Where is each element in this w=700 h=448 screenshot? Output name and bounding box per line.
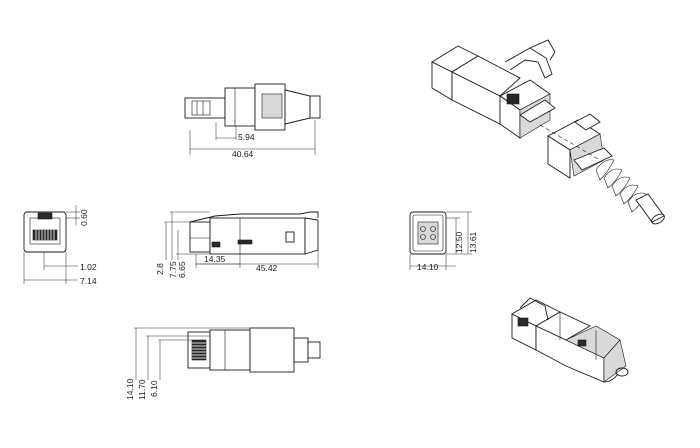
dim-bottom-width-2: 11.70 <box>137 379 147 400</box>
dim-front-width: 7.14 <box>80 276 97 286</box>
dim-side-height-3: 6.65 <box>177 261 187 278</box>
dim-top-width: 5.94 <box>238 132 255 142</box>
isometric-assembled-view <box>511 297 629 383</box>
front-view: 0.60 1.02 7.14 <box>23 205 97 286</box>
dim-bottom-width-3: 6.10 <box>149 380 159 397</box>
dim-front-height: 0.60 <box>79 209 89 226</box>
top-view: 5.94 40.64 <box>184 83 321 159</box>
dim-rear-height-2: 13.61 <box>468 231 478 253</box>
bottom-view: 14.10 11.70 6.10 <box>125 327 321 400</box>
dim-side-height-2: 7.75 <box>168 261 178 278</box>
dim-front-pin-offset: 1.02 <box>80 262 97 272</box>
rear-view: 12.50 13.61 14.10 <box>409 211 478 272</box>
dim-rear-width: 14.10 <box>417 262 439 272</box>
dim-top-length: 40.64 <box>232 149 254 159</box>
side-view: 2.8 7.75 6.65 14.35 45.42 <box>155 211 319 278</box>
dim-side-total-length: 45.42 <box>256 263 278 273</box>
isometric-exploded-view <box>431 39 665 225</box>
dim-side-body-length: 14.35 <box>204 254 226 264</box>
dim-rear-height-1: 12.50 <box>454 231 464 253</box>
dim-bottom-width-1: 14.10 <box>125 378 135 400</box>
dim-side-height-1: 2.8 <box>155 263 165 275</box>
